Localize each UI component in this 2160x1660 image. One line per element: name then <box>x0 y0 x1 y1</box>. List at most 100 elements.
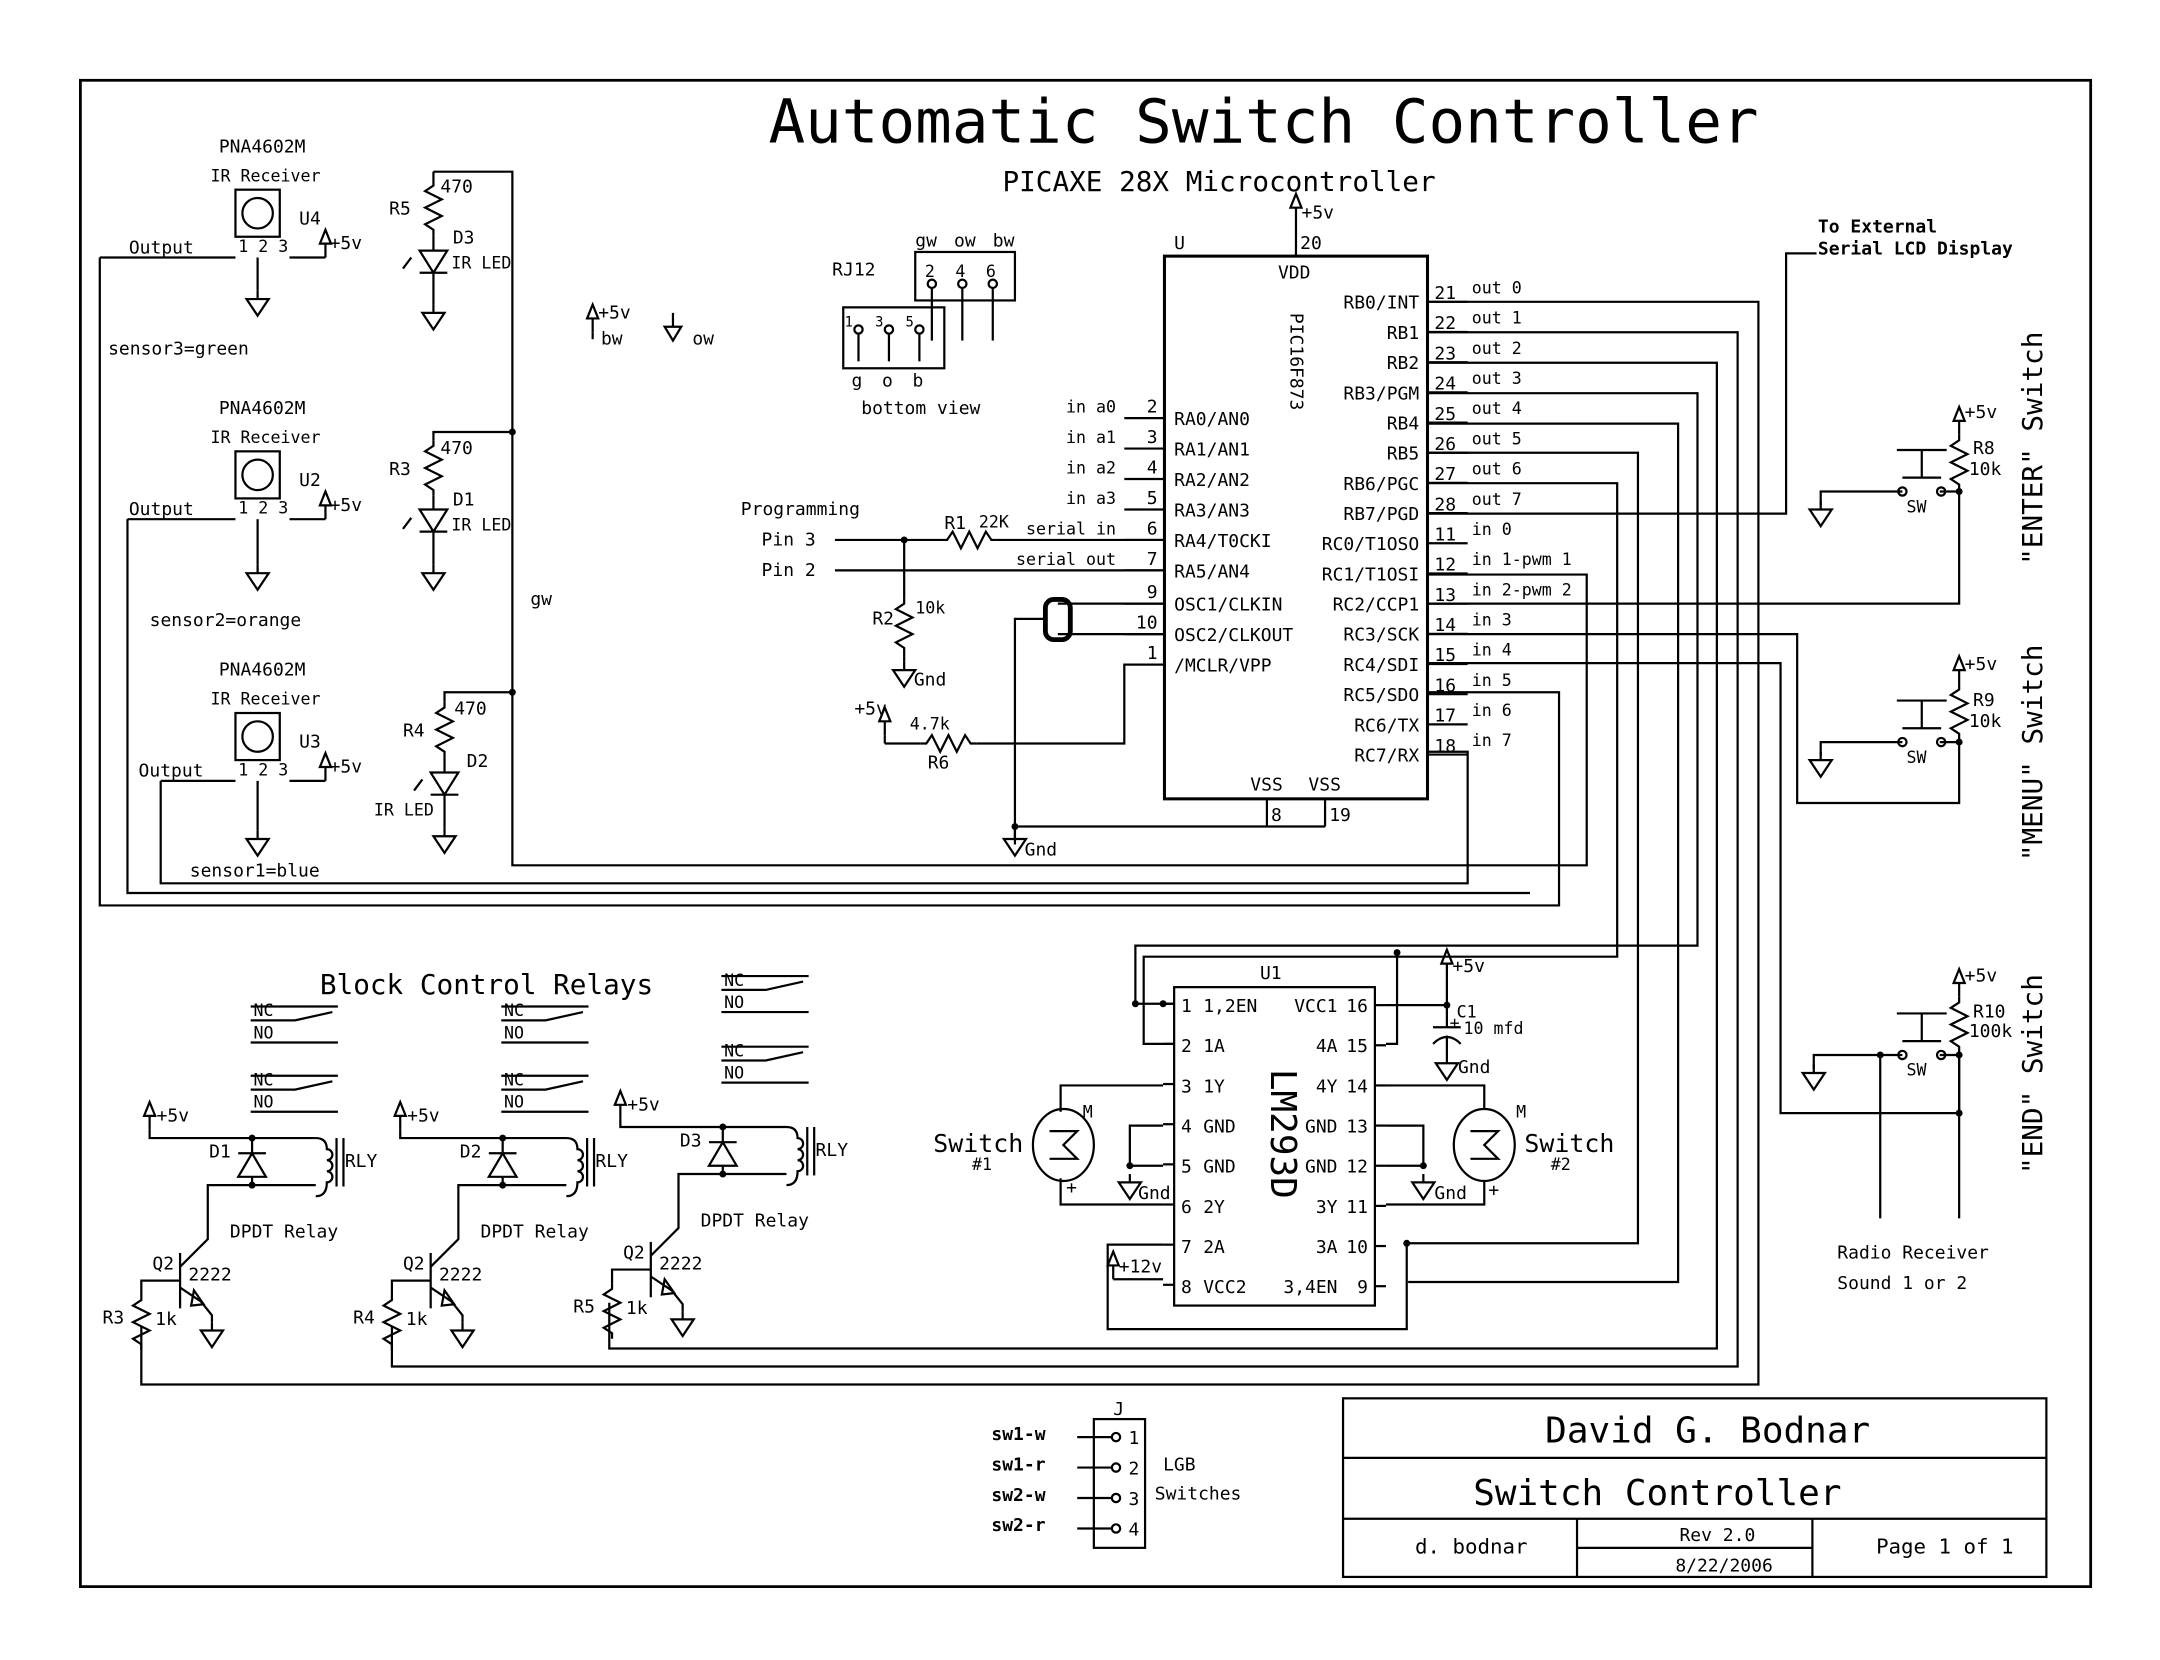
svg-text:4Y: 4Y <box>1316 1076 1338 1097</box>
svg-text:26: 26 <box>1434 434 1456 455</box>
svg-text:Gnd: Gnd <box>914 669 946 690</box>
schematic-title: Automatic Switch Controller <box>768 87 1758 158</box>
svg-text:7: 7 <box>1147 549 1158 570</box>
svg-text:RLY: RLY <box>345 1151 378 1172</box>
svg-text:VDD: VDD <box>1278 262 1310 283</box>
svg-text:470: 470 <box>440 438 472 459</box>
svg-text:GND: GND <box>1305 1117 1337 1138</box>
svg-text:VCC1: VCC1 <box>1294 996 1337 1017</box>
svg-text:in a0: in a0 <box>1066 398 1116 417</box>
svg-text:RC3/SCK: RC3/SCK <box>1343 625 1419 646</box>
svg-text:3: 3 <box>1147 427 1158 448</box>
svg-text:5: 5 <box>1181 1157 1192 1178</box>
svg-text:out 3: out 3 <box>1472 369 1522 388</box>
driver-right-pin: 93,4EN <box>1283 1277 1386 1298</box>
svg-text:1: 1 <box>1147 643 1158 664</box>
svg-text:in a1: in a1 <box>1066 428 1116 447</box>
svg-text:11: 11 <box>1346 1197 1368 1218</box>
svg-text:4: 4 <box>955 262 965 281</box>
svg-text:+5v: +5v <box>1965 966 1997 987</box>
svg-text:DPDT Relay: DPDT Relay <box>701 1211 809 1232</box>
sensor-block: PNA4602M IR Receiver U4 Output 1 2 3 +5v… <box>98 136 1588 907</box>
svg-text:in 1-pwm 1: in 1-pwm 1 <box>1472 550 1572 569</box>
svg-text:1: 1 <box>845 315 853 331</box>
svg-text:in a3: in a3 <box>1066 489 1116 508</box>
svg-text:in 3: in 3 <box>1472 611 1512 630</box>
svg-text:sw1-w: sw1-w <box>991 1424 1045 1445</box>
svg-text:R8: R8 <box>1973 438 1995 459</box>
svg-text:NC: NC <box>724 1041 744 1060</box>
svg-text:R3: R3 <box>103 1308 125 1329</box>
svg-text:+5v: +5v <box>854 698 886 719</box>
driver-right-pin: 10 3A <box>1316 1237 1386 1258</box>
svg-text:out 1: out 1 <box>1472 309 1522 328</box>
svg-text:ow: ow <box>954 230 976 251</box>
svg-text:10: 10 <box>1346 1237 1368 1258</box>
svg-text:Gnd: Gnd <box>1138 1183 1170 1204</box>
svg-text:22K: 22K <box>979 512 1009 531</box>
svg-text:OSC2/CLKOUT: OSC2/CLKOUT <box>1174 625 1293 646</box>
svg-text:R5: R5 <box>573 1296 595 1317</box>
svg-text:10 mfd: 10 mfd <box>1464 1019 1524 1038</box>
svg-text:RA3/AN3: RA3/AN3 <box>1174 500 1250 521</box>
svg-text:RC6/TX: RC6/TX <box>1354 715 1419 736</box>
svg-text:2: 2 <box>925 262 935 281</box>
svg-text:IR LED: IR LED <box>374 800 434 819</box>
svg-text:4: 4 <box>1128 1519 1139 1540</box>
lcd-note: To External Serial LCD Display <box>1818 217 2013 260</box>
svg-text:VCC2: VCC2 <box>1203 1277 1246 1298</box>
ir-led-d1: R3 470 D1 IR LED <box>389 428 516 591</box>
svg-text:RB7/PGD: RB7/PGD <box>1343 504 1419 525</box>
svg-text:sw2-w: sw2-w <box>991 1485 1045 1506</box>
svg-text:7: 7 <box>1181 1237 1192 1258</box>
svg-text:NO: NO <box>504 1093 524 1112</box>
svg-text:D3: D3 <box>680 1130 702 1151</box>
svg-text:R2: R2 <box>872 608 894 629</box>
svg-text:R3: R3 <box>389 459 411 480</box>
svg-text:PNA4602M: PNA4602M <box>219 660 306 681</box>
svg-text:1 2 3: 1 2 3 <box>238 760 288 779</box>
page-number: Page 1 of 1 <box>1876 1534 2013 1558</box>
svg-text:RB1: RB1 <box>1387 323 1419 344</box>
title-block: David G. Bodnar Switch Controller d. bod… <box>1341 1397 2048 1579</box>
programming-circuit: Programming Pin 3 Pin 2 Gnd R1 22K R2 10… <box>741 499 1165 861</box>
svg-text:sw2-r: sw2-r <box>991 1515 1045 1536</box>
svg-text:RB6/PGC: RB6/PGC <box>1343 474 1419 495</box>
svg-text:3A: 3A <box>1316 1237 1338 1258</box>
svg-text:+5v: +5v <box>330 495 362 516</box>
svg-text:17: 17 <box>1434 706 1456 727</box>
mcu-part-number: PIC16F873 <box>1285 313 1306 410</box>
svg-text:U3: U3 <box>299 732 321 753</box>
mcu-left-pin: 1/MCLR/VPP <box>1124 643 1272 676</box>
svg-text:R4: R4 <box>403 721 425 742</box>
svg-text:D1: D1 <box>209 1141 231 1162</box>
svg-text:NC: NC <box>504 1070 524 1089</box>
svg-text:in 0: in 0 <box>1472 520 1512 539</box>
svg-text:IR Receiver: IR Receiver <box>211 428 321 447</box>
svg-text:IR Receiver: IR Receiver <box>211 690 321 709</box>
svg-text:4: 4 <box>1181 1117 1192 1138</box>
svg-text:20: 20 <box>1300 233 1322 254</box>
svg-text:RC5/SDO: RC5/SDO <box>1343 685 1419 706</box>
bus-wiring <box>140 252 1961 1386</box>
svg-text:Gnd: Gnd <box>1025 840 1057 861</box>
svg-text:NO: NO <box>724 993 744 1012</box>
svg-text:in 2-pwm 2: in 2-pwm 2 <box>1472 580 1572 599</box>
svg-text:RA4/T0CKI: RA4/T0CKI <box>1174 531 1271 552</box>
svg-text:IR LED: IR LED <box>451 254 511 273</box>
svg-text:100k: 100k <box>1969 1021 2012 1042</box>
